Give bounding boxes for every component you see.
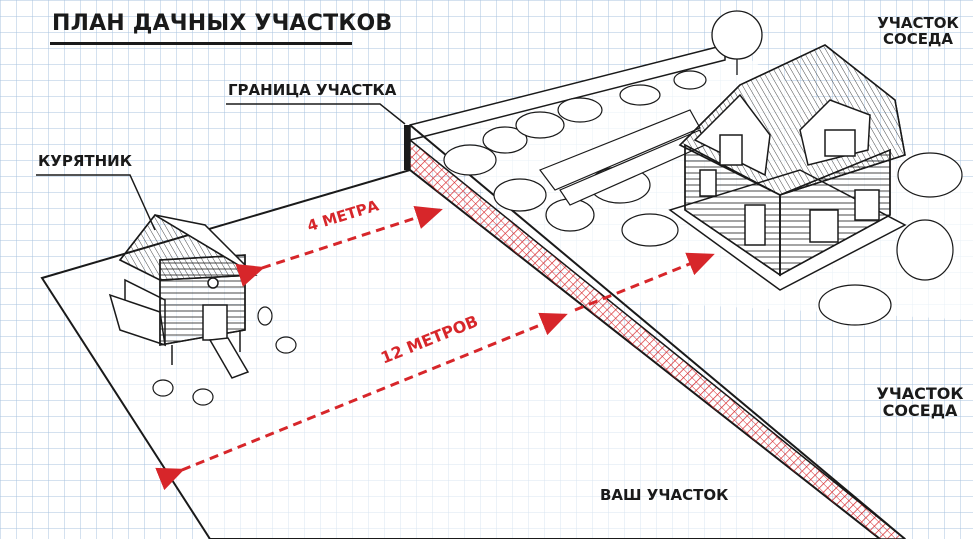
your-plot-label: ВАШ УЧАСТОК — [600, 486, 729, 504]
tree — [711, 10, 763, 75]
arrow-4m — [235, 206, 443, 287]
page-title: ПЛАН ДАЧНЫХ УЧАСТКОВ — [52, 11, 393, 36]
title-underline — [50, 42, 352, 45]
arrow-12m-continued — [574, 252, 715, 312]
house — [668, 44, 907, 291]
boundary-fence — [404, 44, 907, 539]
boundary-label: ГРАНИЦА УЧАСТКА — [228, 81, 397, 99]
arrow-12m — [155, 312, 568, 491]
distance-arrows — [155, 206, 715, 491]
chicken-coop-label: КУРЯТНИК — [38, 152, 132, 170]
neighbor-garden — [443, 70, 963, 326]
label-leader-lines — [36, 103, 406, 231]
